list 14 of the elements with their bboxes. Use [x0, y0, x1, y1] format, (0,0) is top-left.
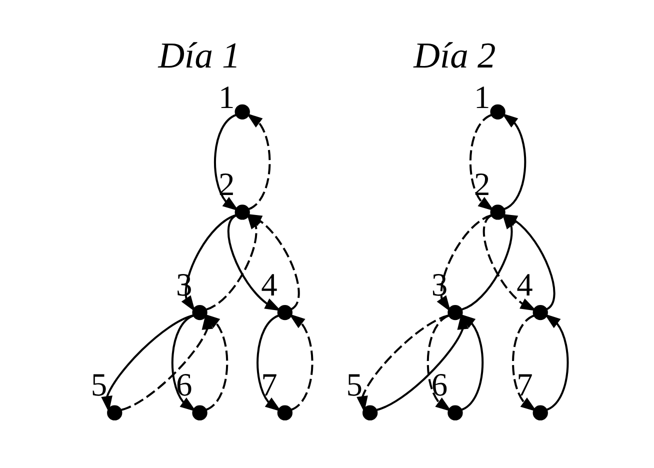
node-label: 7 [260, 368, 277, 404]
node-label: 5 [90, 368, 107, 404]
node-label: 2 [473, 167, 490, 204]
node-label: 6 [430, 368, 448, 404]
label: Día 1 [158, 34, 240, 76]
node-label: 7 [516, 368, 532, 404]
node-label: 6 [175, 368, 192, 404]
label: Día 2 [413, 34, 496, 76]
node-label: 1 [473, 80, 490, 116]
node-label: 1 [218, 80, 234, 116]
node-label: 4 [516, 267, 532, 304]
node-label: 2 [218, 167, 234, 204]
node-label: 4 [260, 267, 277, 304]
node-label: 5 [346, 368, 362, 404]
